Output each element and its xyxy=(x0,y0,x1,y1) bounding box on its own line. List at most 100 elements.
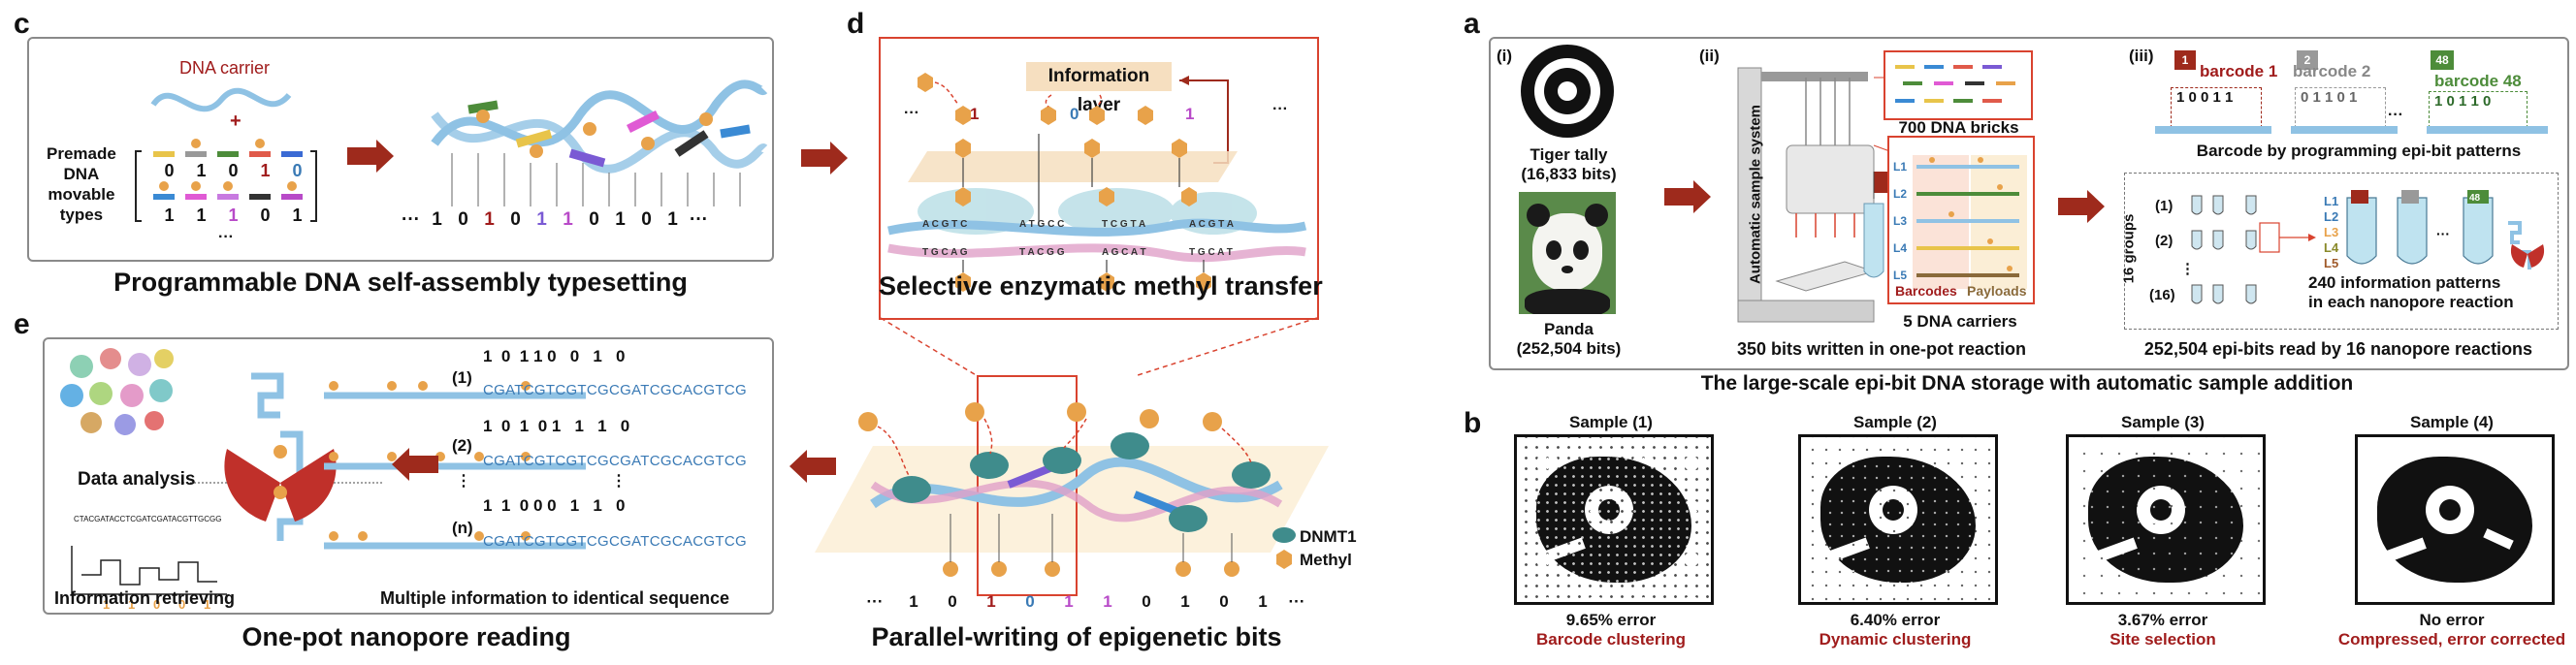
movable-types-row1 xyxy=(153,139,303,157)
sample-3-method: Site selection xyxy=(2109,630,2216,649)
svg-text:L3: L3 xyxy=(2324,225,2338,239)
grid-ellipsis: ··· xyxy=(218,229,234,245)
panel-letter-d: d xyxy=(847,8,865,40)
panel-letter-a: a xyxy=(1464,8,1480,40)
row-1-bits: 1 0 1 1 0 0 1 0 xyxy=(483,347,626,365)
panda-image xyxy=(1519,192,1616,314)
dna-carrier-strand xyxy=(150,87,292,112)
lanes-col: L1 L2 L3 L4 L5 xyxy=(1893,153,1907,289)
patterns-line2: in each nanopore reaction xyxy=(2308,293,2514,311)
svg-text:T G C A G: T G C A G xyxy=(922,247,968,258)
assembled-dna-helix xyxy=(431,79,768,174)
groups-label: 16 groups xyxy=(2120,213,2138,284)
row-n-seq: CGATCGTCGTCGCGATCGCACGTCG xyxy=(483,533,747,550)
row-1-label: (1) xyxy=(452,368,472,387)
row-1-seq: CGATCGTCGTCGCGATCGCACGTCG xyxy=(483,382,747,398)
panel-letter-e: e xyxy=(14,308,30,340)
barcode-48-group: 48 barcode 48 1 0 1 1 0 xyxy=(2427,50,2553,140)
row-2-seq: CGATCGTCGTCGCGATCGCACGTCG xyxy=(483,453,747,469)
svg-text:L5: L5 xyxy=(2324,256,2338,270)
lane-l2: L2 xyxy=(1893,187,1908,201)
grid-bracket-right xyxy=(310,150,317,222)
legend-methyl: Methyl xyxy=(1300,551,1352,569)
cluster-scatter xyxy=(60,348,174,435)
svg-text:L2: L2 xyxy=(2324,209,2338,224)
arrow-c-to-d xyxy=(801,142,848,174)
svg-text:A G C A T: A G C A T xyxy=(1102,247,1146,258)
groups-box xyxy=(2124,173,2559,330)
barcode-2-group: 2 barcode 2 0 1 1 0 1 xyxy=(2291,50,2398,140)
barcode-ellipsis: ··· xyxy=(2388,107,2403,123)
subpanel-ii-label: (ii) xyxy=(1699,47,1720,65)
flag-1: 1 xyxy=(2174,50,2196,70)
row-2-bits: 1 0 1 0 1 1 1 0 xyxy=(483,417,630,435)
patterns-line1: 240 information patterns xyxy=(2308,273,2501,292)
row-n-bits: 1 1 0 0 0 1 1 0 xyxy=(483,496,626,515)
row-methyls xyxy=(329,381,531,541)
flag-48: 48 xyxy=(2431,50,2454,70)
subpanel-iii-label: (iii) xyxy=(2129,47,2154,65)
panel-c-caption: Programmable DNA self-assembly typesetti… xyxy=(113,268,688,297)
group-vdots: ⋮ xyxy=(2180,261,2195,277)
information-layer-label: Information layer xyxy=(1026,62,1172,115)
barcode-1-bits: 1 0 0 1 1 xyxy=(2176,89,2234,106)
nanopore-structure xyxy=(178,372,382,541)
barcodes-label: Barcodes xyxy=(1895,283,1957,299)
payloads-label: Payloads xyxy=(1967,283,2027,299)
auto-system-label: Automatic sample system xyxy=(1747,104,1764,285)
automatic-sample-system xyxy=(1737,67,1928,323)
movable-types-row2 xyxy=(153,181,303,200)
barcode-48-label: barcode 48 xyxy=(2434,72,2522,90)
panda-label: Panda xyxy=(1543,320,1594,338)
top-bit-1b: 1 xyxy=(1185,105,1195,123)
barcode-1-group: 1 barcode 1 1 0 0 1 1 xyxy=(2155,50,2277,140)
legend-dnmt1: DNMT1 xyxy=(1300,527,1357,546)
dna-carriers-box: L1 L2 L3 L4 L5 xyxy=(1887,136,2035,304)
sample-3-image xyxy=(2066,434,2266,605)
arrow-ii-to-iii xyxy=(2058,190,2105,223)
svg-text:T A C G G: T A C G G xyxy=(1019,247,1065,258)
sample-3-title: Sample (3) xyxy=(2121,413,2205,431)
barcode-48-bits: 1 0 1 1 0 xyxy=(2434,93,2492,110)
info-retrieving-label: Information retrieving xyxy=(54,588,236,608)
svg-text:48: 48 xyxy=(2469,193,2481,204)
svg-text:L4: L4 xyxy=(2324,240,2339,255)
sample-1-image xyxy=(1514,434,1714,605)
lane-l5: L5 xyxy=(1893,269,1908,282)
parallel-caption: Parallel-writing of epigenetic bits xyxy=(871,622,1282,651)
arrow-c-internal xyxy=(347,140,394,173)
panel-d-caption: Selective enzymatic methyl transfer xyxy=(879,271,1323,301)
panel-c-graphic xyxy=(135,79,768,222)
lane-l4: L4 xyxy=(1893,241,1908,255)
panel-e-graphic xyxy=(60,348,586,595)
sample-4-error: No error xyxy=(2419,611,2485,629)
lane-l3: L3 xyxy=(1893,214,1908,228)
lane-l1: L1 xyxy=(1893,160,1908,174)
svg-text:L1: L1 xyxy=(2324,194,2338,208)
top-bit-1: 1 xyxy=(970,105,980,123)
sample-1-error: 9.65% error xyxy=(1565,611,1657,629)
group-2-label: (2) xyxy=(2155,233,2174,249)
svg-text:A C G T A: A C G T A xyxy=(1189,219,1234,230)
flag-2: 2 xyxy=(2297,50,2318,70)
subpanel-i-label: (i) xyxy=(1497,47,1513,65)
row-n-label: (n) xyxy=(452,519,473,537)
dna-carrier-label: DNA carrier xyxy=(179,58,271,78)
plus-sign: + xyxy=(230,111,242,132)
group-1-label: (1) xyxy=(2155,198,2174,214)
dna-bricks-label: 700 DNA bricks xyxy=(1898,118,2019,137)
dnmt1-blobs xyxy=(892,432,1271,532)
data-analysis-label: Data analysis xyxy=(78,469,196,490)
panda-bits-label: (252,504 bits) xyxy=(1516,339,1622,358)
zoom-connectors xyxy=(880,317,1318,377)
top-bit-ellipsis-left: ··· xyxy=(904,105,919,121)
tiger-label: Tiger tally xyxy=(1530,145,1608,164)
tiger-bits-label: (16,833 bits) xyxy=(1521,165,1617,183)
